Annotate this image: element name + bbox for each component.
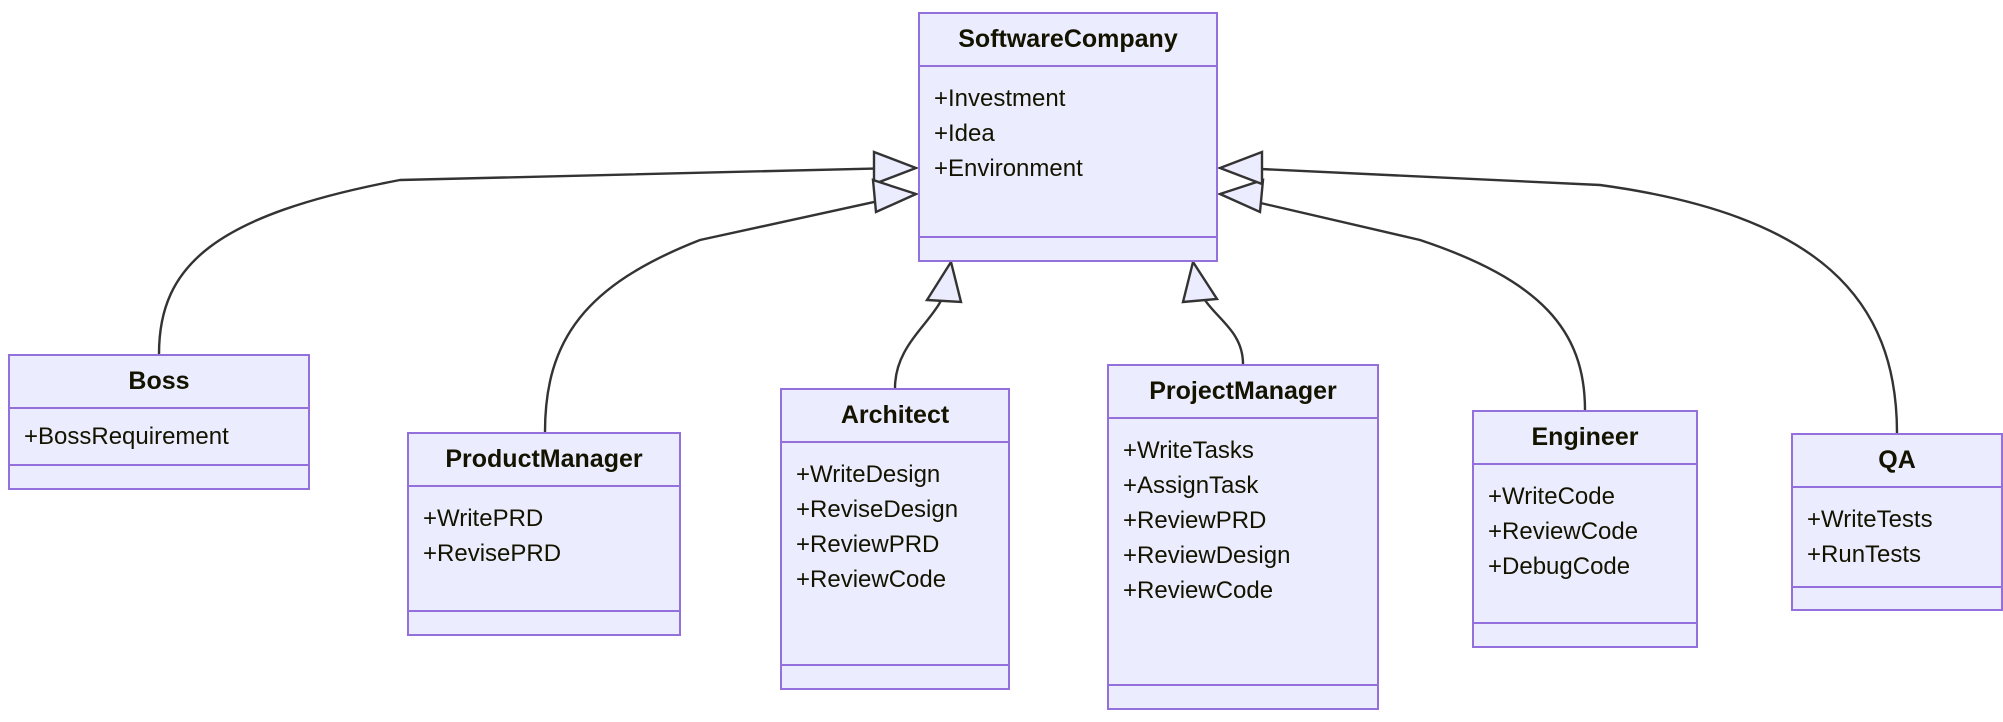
attribute-row: +WriteTests <box>1807 506 1933 534</box>
class-attributes-project-manager: +WriteTasks +AssignTask +ReviewPRD +Revi… <box>1109 419 1377 686</box>
class-attributes-product-manager: +WritePRD +RevisePRD <box>409 487 679 612</box>
class-title-project-manager: ProjectManager <box>1109 366 1377 420</box>
class-attributes-boss: +BossRequirement <box>10 409 308 467</box>
class-methods-architect <box>782 666 1008 688</box>
arrowhead-architect <box>924 258 963 304</box>
class-box-software-company[interactable]: SoftwareCompany +Investment +Idea +Envir… <box>918 12 1218 262</box>
class-methods-qa <box>1793 588 2001 609</box>
attribute-row: +Investment <box>934 85 1066 113</box>
arrowhead-boss <box>872 150 920 186</box>
attribute-row: +DebugCode <box>1488 553 1631 581</box>
class-title-product-manager: ProductManager <box>409 434 679 488</box>
attribute-row: +AssignTask <box>1123 472 1259 500</box>
class-title-engineer: Engineer <box>1474 412 1696 466</box>
class-methods-project-manager <box>1109 686 1377 708</box>
class-methods-product-manager <box>409 612 679 634</box>
class-methods-engineer <box>1474 624 1696 646</box>
attribute-row: +Idea <box>934 120 995 148</box>
class-title-qa: QA <box>1793 435 2001 489</box>
attribute-row: +ReviewPRD <box>1123 507 1267 535</box>
attribute-row: +ReviewCode <box>796 566 947 594</box>
class-title-software-company: SoftwareCompany <box>920 14 1216 68</box>
edge-boss-to-company <box>157 166 898 355</box>
attribute-row: +WritePRD <box>423 505 544 533</box>
edge-architect-to-company <box>893 282 950 389</box>
attribute-row: +ReviewDesign <box>1123 542 1291 570</box>
class-methods-boss <box>10 466 308 488</box>
attribute-row: +WriteCode <box>1488 483 1615 511</box>
arrowhead-qa <box>1216 150 1264 186</box>
attribute-row: +RevisePRD <box>423 540 562 568</box>
class-box-engineer[interactable]: Engineer +WriteCode +ReviewCode +DebugCo… <box>1472 410 1698 648</box>
class-attributes-architect: +WriteDesign +ReviseDesign +ReviewPRD +R… <box>782 443 1008 666</box>
class-methods-software-company <box>920 238 1216 260</box>
attribute-row: +Environment <box>934 155 1083 183</box>
class-attributes-qa: +WriteTests +RunTests <box>1793 488 2001 589</box>
class-box-product-manager[interactable]: ProductManager +WritePRD +RevisePRD <box>407 432 681 636</box>
attribute-row: +ReviewCode <box>1488 518 1639 546</box>
arrowhead-product-manager <box>871 178 920 214</box>
class-box-qa[interactable]: QA +WriteTests +RunTests <box>1791 433 2003 611</box>
attribute-row: +WriteDesign <box>796 461 941 489</box>
attribute-row: +WriteTasks <box>1123 437 1254 465</box>
class-attributes-software-company: +Investment +Idea +Environment <box>920 67 1216 238</box>
attribute-row: +BossRequirement <box>24 423 229 451</box>
arrowhead-project-manager <box>1181 259 1220 304</box>
attribute-row: +RunTests <box>1807 541 1922 569</box>
class-box-project-manager[interactable]: ProjectManager +WriteTasks +AssignTask +… <box>1107 364 1379 710</box>
edge-project-manager-to-company <box>1195 282 1245 365</box>
arrowhead-engineer <box>1216 178 1265 214</box>
class-box-boss[interactable]: Boss +BossRequirement <box>8 354 310 490</box>
attribute-row: +ReviseDesign <box>796 496 959 524</box>
class-box-architect[interactable]: Architect +WriteDesign +ReviseDesign +Re… <box>780 388 1010 690</box>
attribute-row: +ReviewPRD <box>796 531 940 559</box>
class-attributes-engineer: +WriteCode +ReviewCode +DebugCode <box>1474 465 1696 624</box>
attribute-row: +ReviewCode <box>1123 577 1274 605</box>
class-title-boss: Boss <box>10 356 308 410</box>
class-title-architect: Architect <box>782 390 1008 444</box>
